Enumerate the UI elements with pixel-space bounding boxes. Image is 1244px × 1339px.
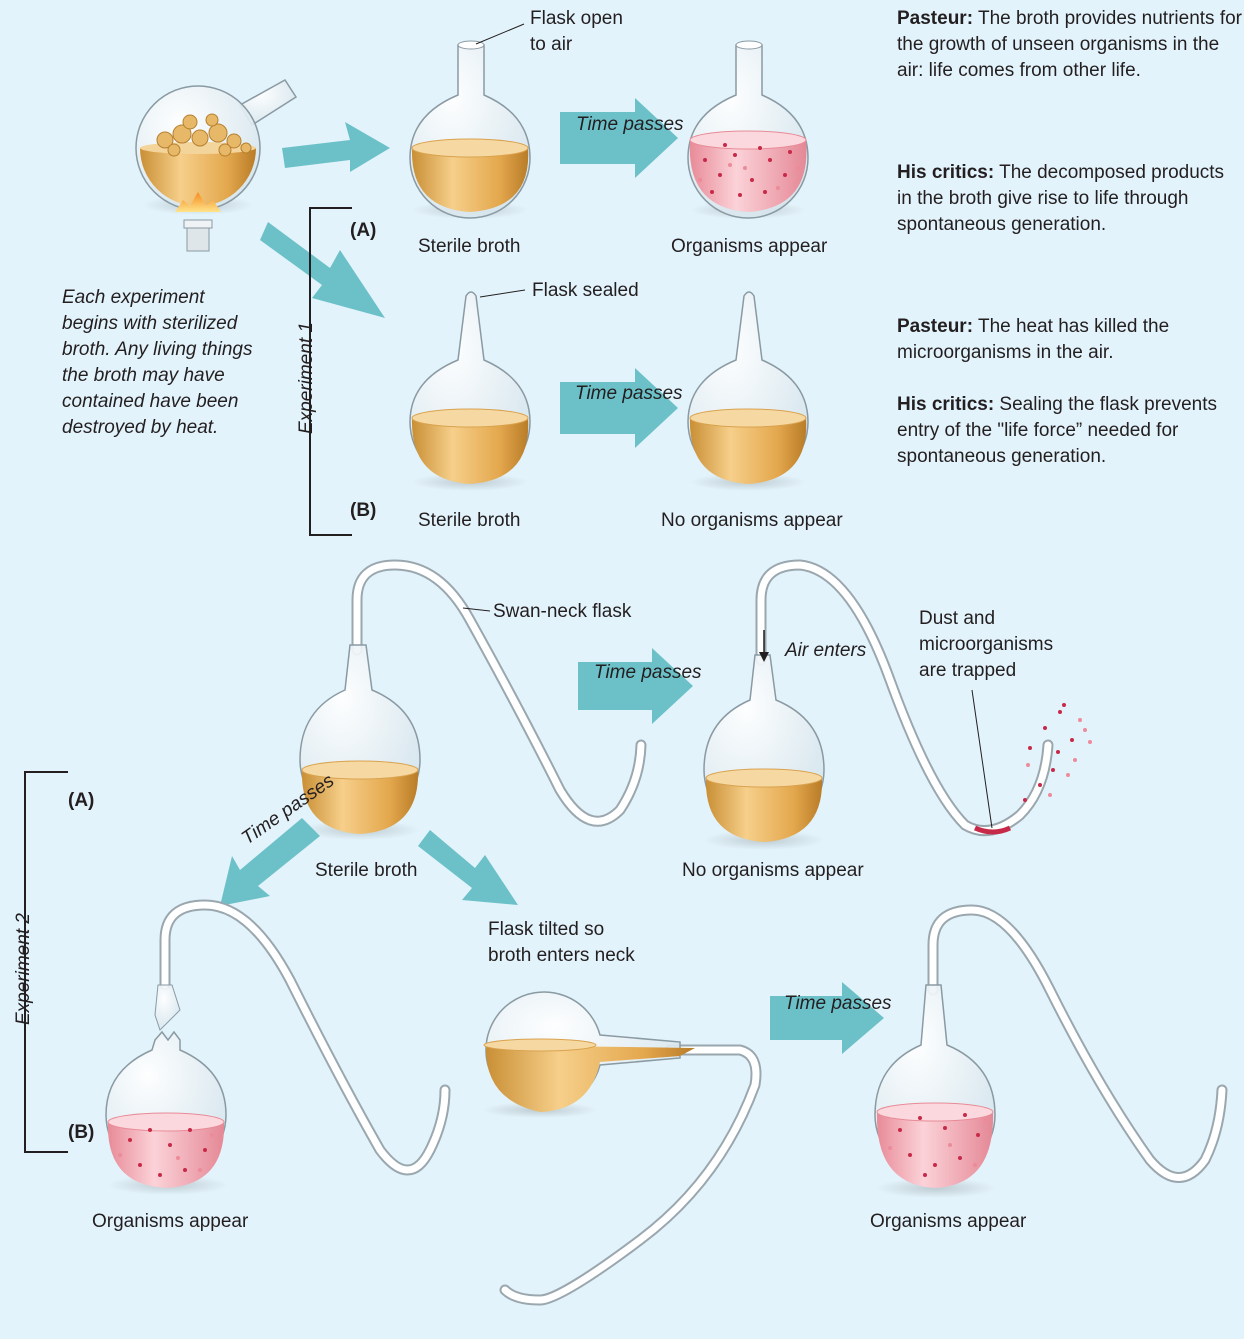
- callout-line-sealed: [479, 289, 526, 298]
- experiment1-label: Experiment 1: [296, 322, 317, 434]
- caption-2b-result: Organisms appear: [870, 1211, 1027, 1232]
- exp1-a-tag: (A): [350, 220, 377, 241]
- exp2-b-tag: (B): [68, 1122, 95, 1143]
- note-1a-critics: His critics: The decomposed products in …: [897, 160, 1242, 238]
- note-1a-pasteur: Pasteur: The broth provides nutrients fo…: [897, 6, 1242, 84]
- time-text-1a: Time passes: [576, 114, 684, 135]
- swan-flask-organisms: [874, 904, 1228, 1198]
- tilted-label: Flask tilted so broth enters neck: [488, 919, 635, 966]
- note-1b-critics-label: His critics:: [897, 394, 995, 415]
- exp2-a-tag: (A): [68, 790, 95, 811]
- caption-1a-left: Sterile broth: [418, 236, 521, 257]
- experiment2-label: Experiment 2: [13, 913, 34, 1025]
- arrow-to-sealed-flask: [260, 222, 385, 318]
- experiment2-bracket: [24, 771, 68, 1153]
- callout-sealed-flask: Flask sealed: [532, 280, 639, 301]
- time-arrow-1a: [560, 98, 678, 178]
- open-flask-organisms: [687, 40, 809, 219]
- note-1b-critics: His critics: Sealing the flask prevents …: [897, 392, 1242, 470]
- note-1a-pasteur-label: Pasteur:: [897, 8, 974, 29]
- time-arrow-1b: [560, 368, 678, 448]
- time-text-2b: Time passes: [784, 993, 892, 1014]
- tilted-flask: [482, 991, 762, 1306]
- caption-1a-right: Organisms appear: [671, 236, 828, 257]
- exp1-b-tag: (B): [350, 500, 377, 521]
- time-arrow-2a: [578, 648, 693, 724]
- note-1a-critics-text: The decomposed products in the broth giv…: [897, 162, 1225, 235]
- caption-2a-result: No organisms appear: [682, 860, 864, 881]
- note-1b-pasteur: Pasteur: The heat has killed the microor…: [897, 314, 1242, 366]
- intro-text: Each experiment begins with sterilized b…: [62, 287, 253, 438]
- note-1b-pasteur-text: The heat has killed the microorganisms i…: [897, 316, 1170, 363]
- swan-neck-label: Swan-neck flask: [493, 601, 632, 622]
- time-arrow-2b: [770, 982, 884, 1054]
- experiment1-bracket: [309, 207, 352, 536]
- air-enters-label: Air enters: [785, 640, 867, 661]
- caption-sterile-center: Sterile broth: [315, 860, 418, 881]
- arrow-to-tilted: [418, 830, 518, 905]
- time-arrow-broken: [220, 818, 320, 906]
- callout-line-swan: [462, 607, 491, 612]
- callout-open-flask: Flask open to air: [530, 8, 623, 55]
- note-1b-pasteur-label: Pasteur:: [897, 316, 974, 337]
- swan-flask-air-enters: [703, 559, 1092, 850]
- arrow-to-open-flask: [282, 122, 390, 172]
- note-1a-critics-label: His critics:: [897, 162, 995, 183]
- sealed-flask-no-organisms: [687, 291, 809, 491]
- callout-line-open: [475, 23, 525, 45]
- time-text-2a: Time passes: [594, 662, 702, 683]
- note-1b-critics-text: Sealing the flask prevents entry of the …: [897, 394, 1218, 467]
- sealed-flask-sterile: [409, 291, 531, 491]
- open-flask-sterile: [409, 40, 531, 219]
- time-text-1b: Time passes: [575, 383, 683, 404]
- broken-neck-flask: [105, 899, 451, 1195]
- heating-flask: [135, 79, 298, 252]
- swan-neck-flask: [299, 559, 647, 840]
- caption-broken-result: Organisms appear: [92, 1211, 249, 1232]
- note-1a-pasteur-text: The broth provides nutrients for the gro…: [897, 8, 1242, 81]
- dust-trapped-label: Dust and microorganisms are trapped: [919, 608, 1054, 681]
- caption-1b-right: No organisms appear: [661, 510, 843, 531]
- caption-1b-left: Sterile broth: [418, 510, 521, 531]
